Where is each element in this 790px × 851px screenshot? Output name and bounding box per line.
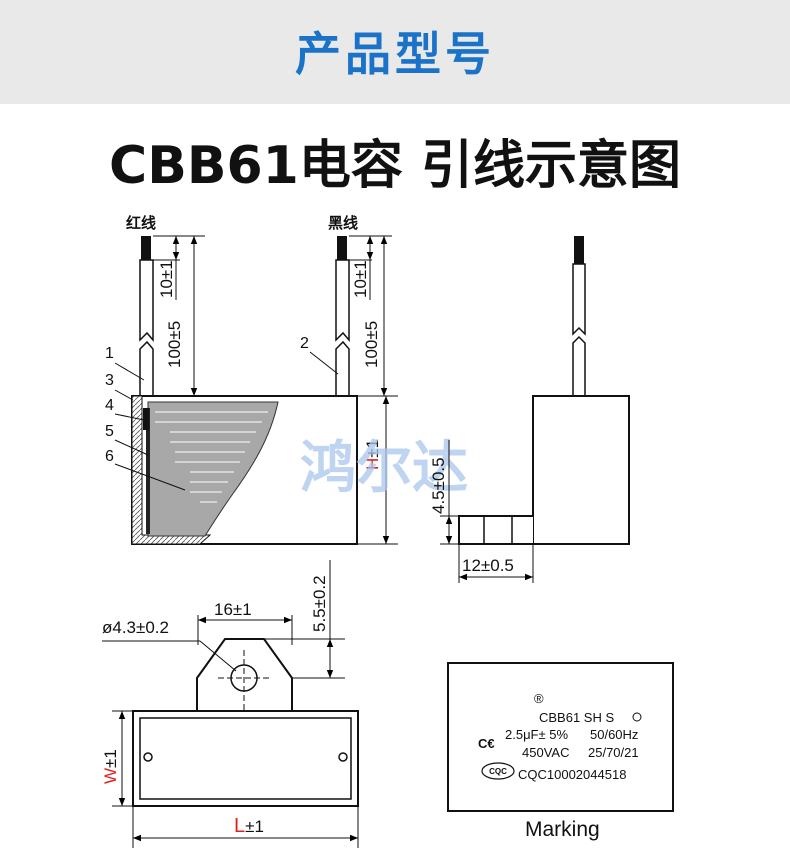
filler-region (147, 401, 279, 537)
side-body (532, 395, 630, 545)
watermark: 鸿尔达 (300, 436, 468, 501)
red-wire-label: 红线 (126, 214, 156, 232)
registered-mark: ® (534, 691, 544, 706)
marking-voltage: 450VAC (522, 745, 569, 760)
body-dims (112, 710, 359, 848)
black-wire-core (337, 236, 347, 260)
red-wire-dims (153, 235, 205, 397)
red-lead-dim: 100±5 (165, 321, 184, 368)
filler-lines (155, 411, 268, 503)
model-suffix-circle (632, 712, 642, 722)
hole-dim: ø4.3±0.2 (102, 618, 169, 637)
foot-dims (440, 440, 534, 583)
diagram-title: CBB61电容 引线示意图 (109, 136, 681, 196)
red-wire-core (141, 236, 151, 260)
part-label-6: 6 (105, 448, 114, 465)
marking-box (447, 662, 674, 812)
marking-model: CBB61 SH S (539, 710, 614, 725)
header-banner (0, 0, 790, 104)
ce-mark: C€ (478, 736, 495, 751)
side-wire-core (574, 236, 584, 264)
marking-label: ® CBB61 SH S C€ 2.5μF± 5% 50/60Hz 450VAC… (447, 662, 674, 841)
marking-freq: 50/60Hz (590, 727, 638, 742)
black-lead-dim: 100±5 (362, 321, 381, 368)
foot-width-dim: 12±0.5 (462, 556, 514, 575)
side-view: 4.5±0.5 12±0.5 (429, 236, 630, 583)
header-title: 产品型号 (295, 27, 495, 81)
left-pin (143, 752, 153, 762)
part-label-3: 3 (105, 372, 114, 389)
height-dim-label: H±1 (363, 439, 382, 470)
side-wire-bottom (572, 335, 586, 397)
side-wire-top (572, 263, 586, 336)
part-label-5: 5 (105, 423, 114, 440)
cqc-logo (481, 762, 515, 780)
width-dim: W±1 (101, 749, 120, 784)
height-dim (357, 395, 398, 545)
part-label-1: 1 (105, 345, 114, 362)
tab-width-dim: 16±1 (214, 600, 252, 619)
top-view: 16±1 5.5±0.2 ø4.3±0.2 W±1 L±1 (101, 560, 359, 848)
lead-joint (143, 408, 149, 430)
red-wire-insulation-top (139, 259, 154, 343)
black-wire-dims (349, 235, 392, 396)
black-wire-insulation-top (335, 259, 350, 343)
marking-cap: 2.5μF± 5% (505, 727, 568, 742)
top-body-inner (139, 717, 352, 800)
marking-class: 25/70/21 (588, 745, 639, 760)
mounting-foot (458, 515, 533, 545)
part-label-2: 2 (300, 335, 309, 352)
inner-element (146, 408, 150, 534)
length-dim: L±1 (234, 815, 264, 837)
right-pin (338, 752, 348, 762)
part-label-4: 4 (105, 397, 114, 414)
case-wall (131, 395, 212, 545)
front-view: 红线 黑线 1 3 4 (105, 214, 398, 545)
marking-caption: Marking (525, 818, 600, 841)
marking-cert: CQC10002044518 (518, 767, 626, 782)
tab-height-dim: 5.5±0.2 (310, 575, 329, 632)
red-strip-dim: 10±1 (157, 260, 176, 298)
black-wire-insulation-bottom (335, 340, 350, 397)
foot-height-dim: 4.5±0.5 (429, 457, 448, 514)
black-strip-dim: 10±1 (351, 260, 370, 298)
cqc-logo-text: CQC (489, 767, 507, 776)
black-wire-label: 黑线 (328, 214, 358, 232)
top-body-outer (132, 710, 359, 807)
leader-lines (114, 351, 339, 491)
tab-dims (102, 560, 345, 720)
